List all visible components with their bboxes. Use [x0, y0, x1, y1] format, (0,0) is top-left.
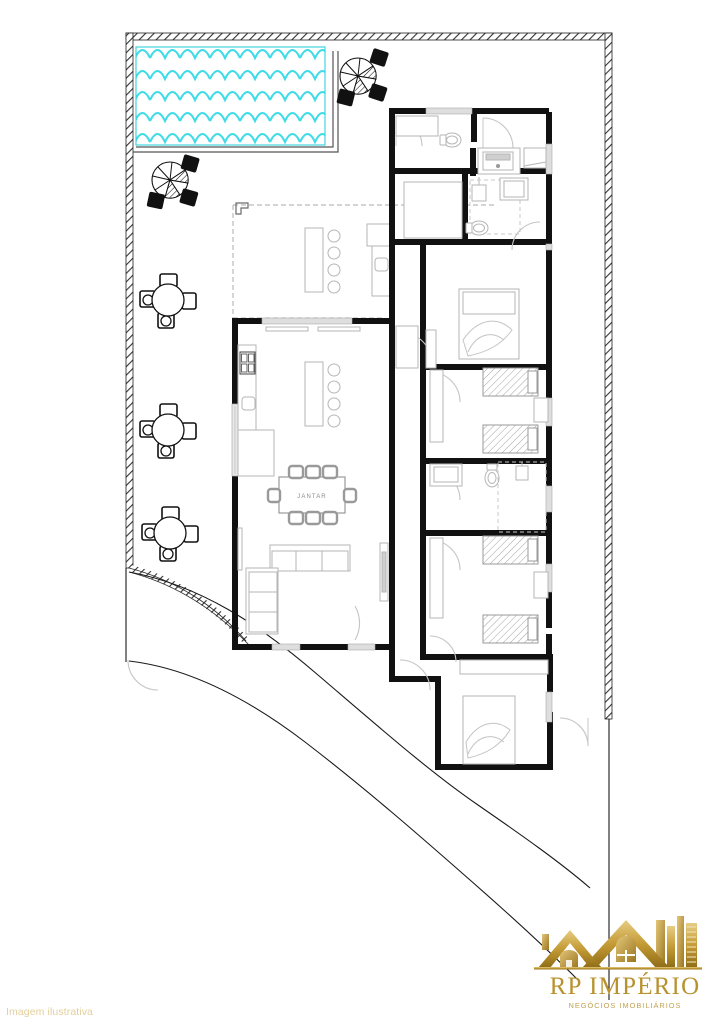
- laundry-service-area: [477, 147, 547, 175]
- wardrobe: [459, 659, 549, 675]
- covered-gourmet-area: [232, 202, 497, 319]
- bedroom-2: [429, 367, 549, 454]
- toilet: [484, 463, 500, 488]
- shared-bathroom: [429, 461, 547, 533]
- bar-stool: [327, 397, 341, 411]
- master-suite-bedroom: [425, 288, 520, 369]
- door-swing: [399, 659, 431, 691]
- bedroom-3: [429, 535, 549, 644]
- umbrella-set-top: [336, 48, 389, 107]
- toilet: [465, 220, 489, 236]
- toilet: [439, 132, 462, 148]
- umbrella-set-left: [146, 154, 200, 210]
- bar-stool: [327, 380, 341, 394]
- sink: [515, 465, 529, 481]
- outdoor-round-table-3: [141, 506, 199, 562]
- guest-toilet: [395, 115, 462, 148]
- outdoor-chair: [336, 88, 356, 107]
- brand-tagline: NEGÓCIOS IMOBILIÁRIOS: [568, 1001, 682, 1010]
- door-swing: [354, 605, 361, 641]
- double-bed: [462, 695, 516, 765]
- fridge: [366, 223, 392, 247]
- pillow: [527, 427, 538, 451]
- brand-logo: RP IMPÉRIO NEGÓCIOS IMOBILIÁRIOS: [530, 912, 720, 1016]
- wardrobe: [429, 369, 444, 443]
- windows: [231, 107, 553, 723]
- shower-area: [469, 179, 521, 235]
- swimming-pool: [133, 46, 339, 153]
- sink-basin: [374, 257, 389, 272]
- umbrella-icon: [151, 161, 189, 199]
- bar-stool: [327, 229, 341, 243]
- sink: [241, 396, 256, 411]
- bar-stool: [327, 246, 341, 260]
- property-boundary: [125, 32, 613, 1000]
- dining-room: JANTAR: [266, 464, 358, 526]
- wardrobe: [403, 181, 463, 239]
- nightstand: [533, 571, 549, 599]
- living-room: [237, 527, 389, 635]
- door-swing: [429, 635, 457, 663]
- closet: [403, 181, 463, 239]
- window: [545, 243, 553, 251]
- window: [261, 317, 353, 325]
- side-cabinet: [237, 527, 243, 571]
- counter: [395, 115, 439, 137]
- dining-room-label: JANTAR: [297, 494, 327, 500]
- brand-name: RP IMPÉRIO: [549, 973, 701, 1000]
- suite-bathroom: [465, 177, 529, 236]
- window: [347, 643, 376, 651]
- upper-cabinet: [265, 326, 309, 332]
- pillow: [527, 538, 538, 562]
- nightstand: [533, 397, 549, 423]
- door-swing: [559, 717, 589, 747]
- outdoor-chair: [369, 48, 389, 67]
- window: [425, 107, 473, 115]
- outdoor-round-table-2: [139, 403, 197, 459]
- outdoor-chair: [180, 154, 200, 173]
- sink: [471, 184, 487, 202]
- bar-stool: [327, 263, 341, 277]
- wardrobe: [429, 537, 444, 619]
- upper-cabinet: [317, 326, 361, 332]
- window: [271, 643, 301, 651]
- pillow: [527, 370, 538, 394]
- outdoor-chair: [179, 188, 199, 207]
- bedroom-4: [459, 659, 549, 765]
- door-swing: [127, 659, 159, 691]
- bar-stool: [327, 363, 341, 377]
- nightstand: [425, 329, 437, 369]
- window: [545, 143, 553, 175]
- door-swing: [511, 221, 541, 251]
- dining-chairs: [266, 464, 358, 526]
- bar-stool: [327, 414, 341, 428]
- outdoor-chair: [368, 83, 388, 102]
- bar-counter: [304, 227, 324, 293]
- hallway-corridor: [395, 325, 419, 369]
- pillow: [527, 617, 538, 641]
- door-swing: [482, 117, 514, 149]
- kitchen-island: [304, 361, 324, 427]
- logo-mark: [534, 916, 702, 970]
- kitchen: [237, 326, 361, 477]
- bar-stool: [327, 280, 341, 294]
- outdoor-round-table-1: [139, 273, 197, 329]
- outdoor-chair: [146, 191, 165, 210]
- window: [545, 691, 553, 723]
- counter-lower: [237, 429, 275, 477]
- illustrative-caption: Imagem ilustrativa: [6, 1006, 93, 1018]
- window: [545, 485, 553, 513]
